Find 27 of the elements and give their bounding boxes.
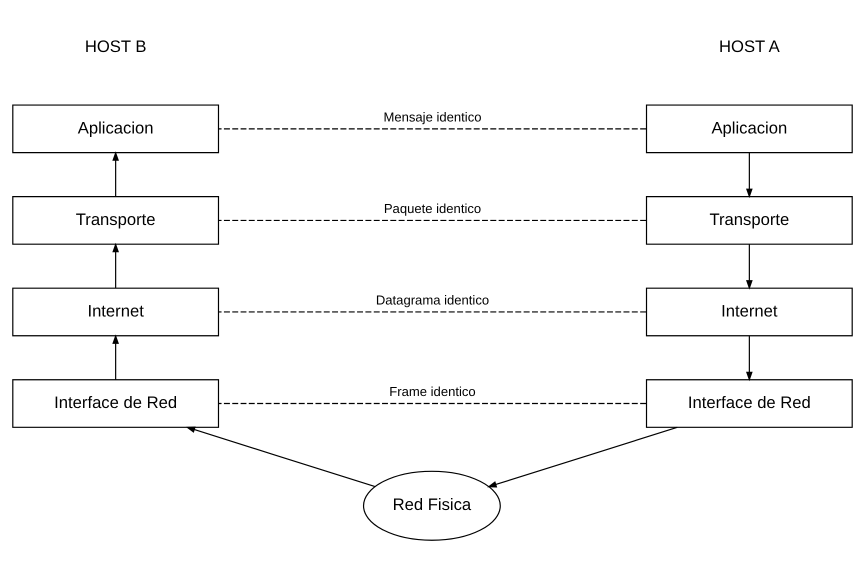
arrow [112, 151, 119, 196]
connector [218, 220, 646, 222]
edge-label: Datagrama identico [376, 292, 490, 308]
arrow [487, 426, 678, 488]
arrow [112, 334, 119, 380]
connector [218, 311, 646, 313]
label: HOST A [719, 36, 780, 56]
edge-label: Mensaje identico [383, 110, 482, 124]
node-box: Internet [12, 288, 220, 336]
node-box: Transporte [646, 196, 853, 245]
arrow [186, 426, 375, 488]
arrow [746, 153, 753, 198]
edge-label: Frame identico [389, 384, 476, 400]
connector [218, 402, 646, 404]
node-box: Aplicacion [646, 104, 853, 154]
node-ellipse: Red Fisica [362, 470, 501, 541]
node-box: Interface de Red [12, 379, 220, 428]
node-box: Interface de Red [646, 379, 853, 428]
label: HOST B [84, 36, 146, 56]
arrow [746, 336, 753, 382]
node-box: Transporte [12, 196, 220, 245]
connector [218, 128, 646, 130]
edge-label: Paquete identico [384, 201, 482, 216]
arrow [112, 242, 119, 288]
node-box: Internet [646, 288, 853, 336]
node-box: Aplicacion [12, 104, 220, 154]
arrow [746, 244, 753, 290]
